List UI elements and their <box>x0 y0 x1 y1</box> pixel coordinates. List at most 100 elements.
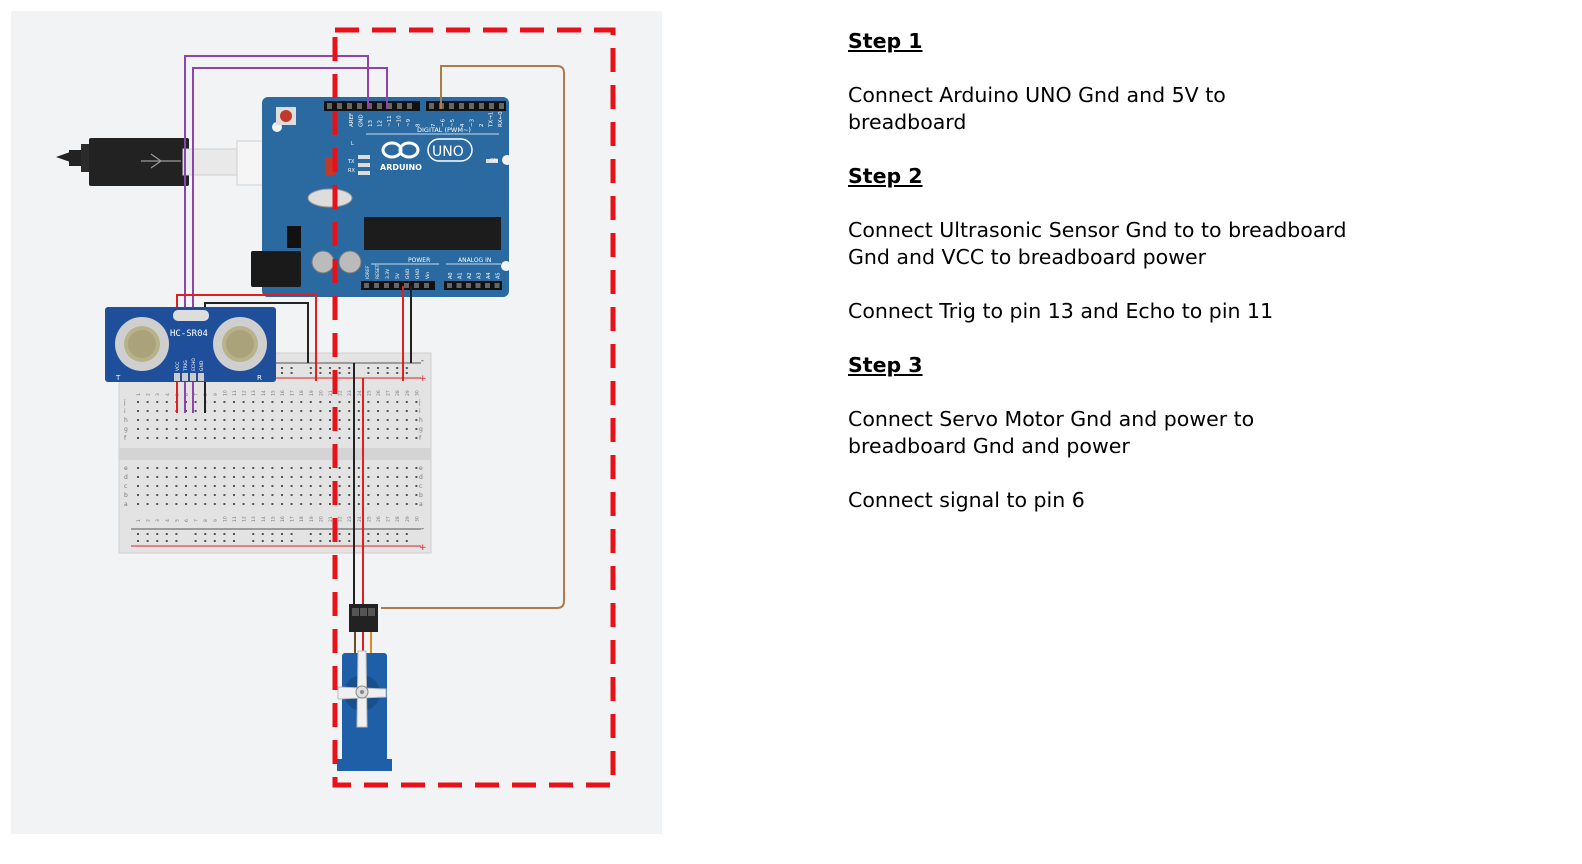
arduino-pin-label: 4 <box>460 123 466 127</box>
breadboard-column-number: 6 <box>184 519 190 522</box>
breadboard-column-number: 8 <box>203 393 209 396</box>
step-2-text-2: Connect Trig to pin 13 and Echo to pin 1… <box>848 299 1274 323</box>
sensor-pin-label: ECHO <box>191 358 197 371</box>
breadboard-column-number: 13 <box>251 516 257 522</box>
breadboard-column-number: 27 <box>386 516 392 522</box>
breadboard-column-number: 4 <box>165 519 171 522</box>
breadboard-column-number: 9 <box>213 393 219 396</box>
wire-servo-signal-brown <box>381 65 565 609</box>
step-3-text-1: Connect Servo Motor Gnd and power to bre… <box>848 407 1255 458</box>
power-pin-label: 3.3V <box>385 268 391 279</box>
breadboard-column-number: 29 <box>405 516 411 522</box>
rail-plus-bottom: + <box>419 543 427 553</box>
instructions-panel: Step 1 Connect Arduino UNO Gnd and 5V to… <box>848 28 1508 514</box>
led-label-l: L <box>351 141 354 147</box>
power-pin-label: Vin <box>425 272 431 279</box>
breadboard-row-letter: c <box>124 483 127 490</box>
breadboard-column-number: 30 <box>414 390 420 396</box>
breadboard-row-letter: f <box>124 435 127 442</box>
breadboard-column-number: 7 <box>194 519 200 522</box>
arduino-pin-label: GND <box>359 114 365 127</box>
breadboard-column-number: 29 <box>405 390 411 396</box>
analog-pin-label: A1 <box>458 272 464 279</box>
analog-pin-label: A5 <box>496 272 502 279</box>
breadboard-row-letter: i <box>419 408 421 415</box>
sensor-pin-label: TRIG <box>183 360 189 372</box>
power-pin-label: 5V <box>395 272 401 279</box>
arduino-pin-label: RX←0 <box>498 111 504 127</box>
arduino-pin-label: 2 <box>479 124 485 128</box>
breadboard-column-number: 20 <box>318 516 324 522</box>
step-3-text-2: Connect signal to pin 6 <box>848 488 1085 512</box>
circuit-canvas: ARDUINO UNO DIGITAL (PWM~) L TX RX ON AR… <box>11 11 662 834</box>
arduino-uno-board: ARDUINO UNO DIGITAL (PWM~) L TX RX ON AR… <box>251 97 512 297</box>
breadboard-column-number: 16 <box>280 516 286 522</box>
breadboard-column-number: 1 <box>136 393 142 396</box>
breadboard-row-letter: b <box>124 492 128 499</box>
breadboard-row-letter: g <box>419 426 423 433</box>
step-2-heading: Step 2 <box>848 164 923 188</box>
sensor-corner-right: R <box>257 374 262 382</box>
breadboard-column-number: 3 <box>155 519 161 522</box>
sensor-corner-left: T <box>115 374 121 382</box>
breadboard-column-number: 24 <box>357 390 363 396</box>
breadboard-column-number: 11 <box>232 390 238 396</box>
breadboard-column-number: 13 <box>251 390 257 396</box>
arduino-pin-label: ~9 <box>406 118 412 127</box>
arduino-pin-label: ~5 <box>450 118 456 127</box>
power-pin-label: IOREF <box>365 265 371 279</box>
breadboard-row-letter: j <box>418 399 421 406</box>
breadboard-row-letter: d <box>419 474 423 481</box>
arduino-pin-label: TX→1 <box>489 112 495 128</box>
power-pin-label: RESET <box>375 264 381 279</box>
breadboard-column-number: 10 <box>222 390 228 396</box>
led-label-tx: TX <box>347 159 355 165</box>
power-pin-label: GND <box>415 268 421 279</box>
breadboard-row-letter: h <box>419 417 423 424</box>
arduino-logo-icon <box>381 141 420 159</box>
breadboard-column-number: 8 <box>203 519 209 522</box>
breadboard-column-number: 28 <box>395 516 401 522</box>
breadboard-column-number: 17 <box>290 390 296 396</box>
arduino-pin-label: ~10 <box>397 115 403 127</box>
breadboard-column-number: 28 <box>395 390 401 396</box>
breadboard-row-letter: e <box>124 465 128 472</box>
step-2-text-1: Connect Ultrasonic Sensor Gnd to to brea… <box>848 218 1347 269</box>
breadboard-column-number: 25 <box>366 516 372 522</box>
breadboard-column-number: 20 <box>318 390 324 396</box>
breadboard-column-number: 24 <box>357 516 363 522</box>
breadboard-column-number: 11 <box>232 516 238 522</box>
breadboard-column-number: 2 <box>146 393 152 396</box>
arduino-pin-label: 8 <box>416 123 422 127</box>
rail-minus-bottom: - <box>421 524 424 533</box>
arduino-pin-label: AREF <box>349 113 355 127</box>
breadboard-column-number: 4 <box>165 393 171 396</box>
breadboard-column-number: 19 <box>309 390 315 396</box>
breadboard-column-number: 10 <box>222 516 228 522</box>
analog-pin-label: A2 <box>467 272 473 279</box>
breadboard-column-number: 12 <box>242 516 248 522</box>
arduino-pin-label: 7 <box>431 123 437 127</box>
breadboard-row-letter: b <box>419 492 423 499</box>
arduino-pin-label: ~11 <box>387 115 393 127</box>
analog-pin-label: A3 <box>477 272 483 279</box>
breadboard-column-number: 26 <box>376 516 382 522</box>
analog-label: ANALOG IN <box>458 257 491 264</box>
breadboard-column-number: 23 <box>347 516 353 522</box>
arduino-logo-text: ARDUINO <box>380 163 422 172</box>
rail-minus-top: - <box>421 356 424 365</box>
step-1-heading: Step 1 <box>848 29 923 53</box>
breadboard-column-number: 26 <box>376 390 382 396</box>
breadboard-column-number: 15 <box>270 516 276 522</box>
breadboard-row-letter: a <box>419 501 423 508</box>
breadboard-column-number: 16 <box>280 390 286 396</box>
rail-plus-top: + <box>419 374 427 384</box>
breadboard-column-number: 19 <box>309 516 315 522</box>
breadboard-column-number: 5 <box>174 519 180 522</box>
breadboard-column-number: 6 <box>184 393 190 396</box>
arduino-pin-label: 13 <box>368 120 374 127</box>
wire-echo-purple <box>192 67 388 413</box>
breadboard-row-letter: d <box>124 474 128 481</box>
breadboard-column-number: 27 <box>386 390 392 396</box>
breadboard-column-number: 25 <box>366 390 372 396</box>
